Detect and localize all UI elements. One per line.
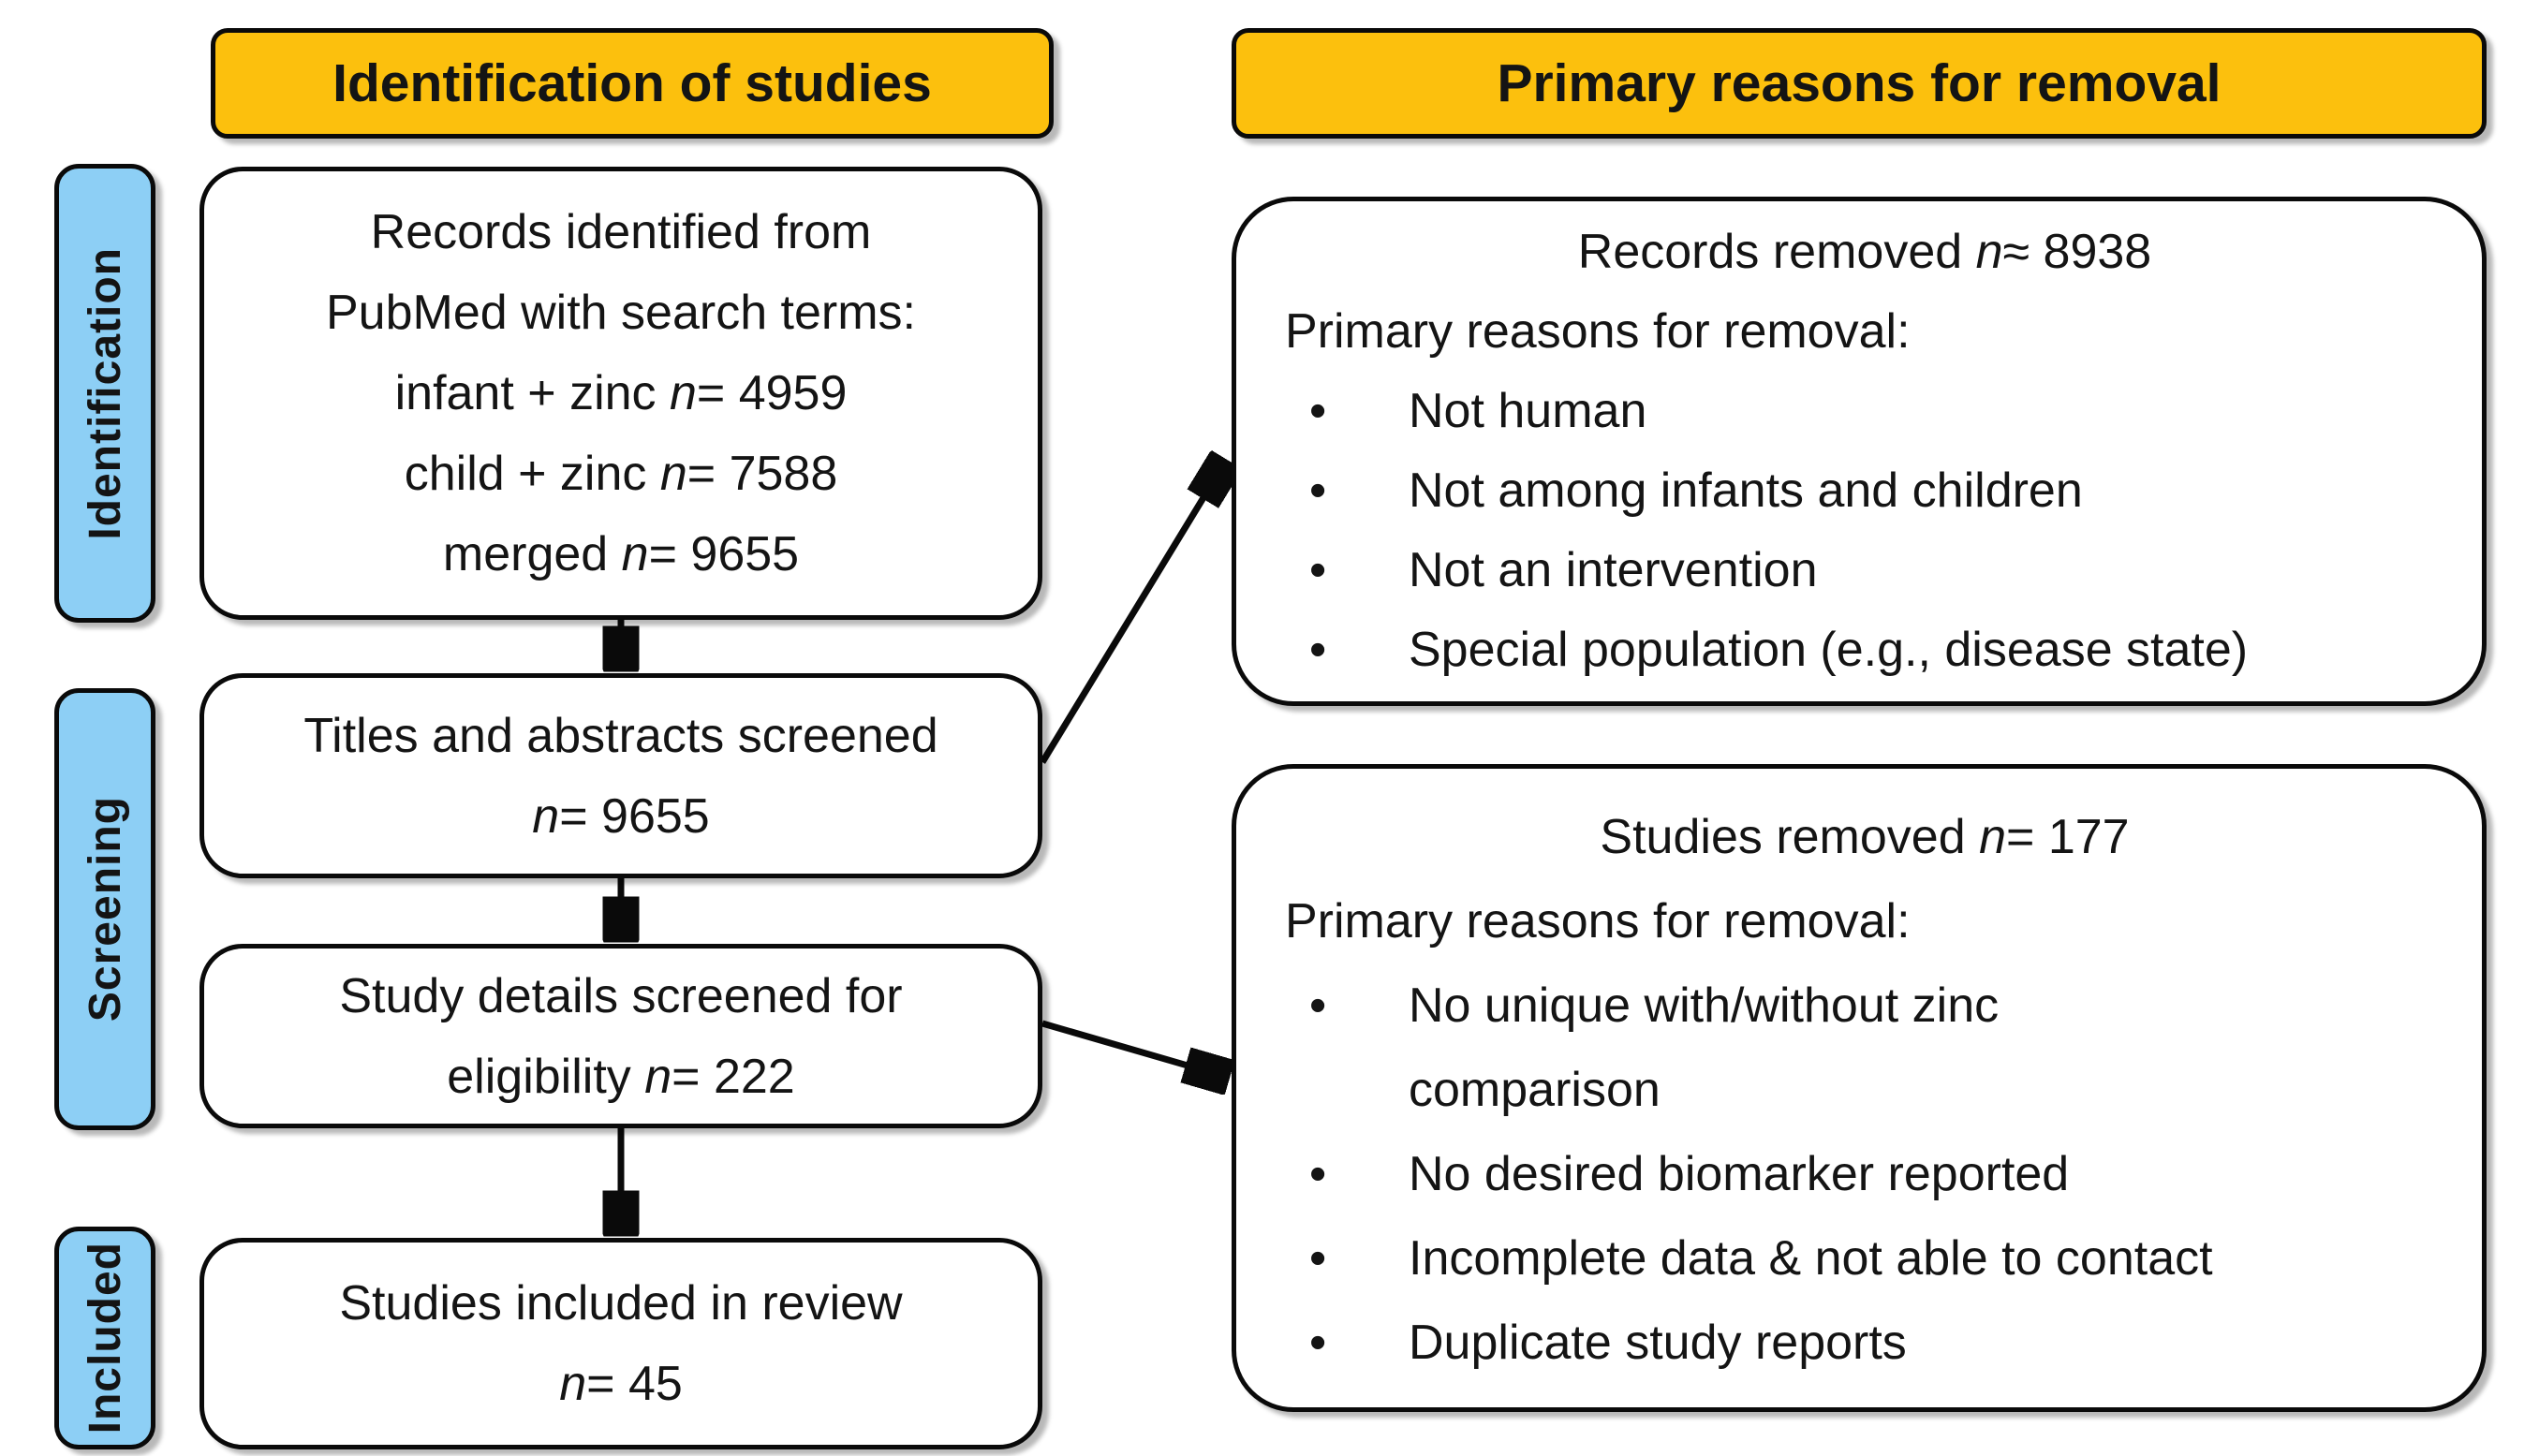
stage-included-label: Included: [80, 1242, 130, 1434]
text-segment: PubMed with search terms:: [325, 286, 917, 340]
text-segment: merged: [442, 527, 622, 581]
bullet-item: No desired biomarker reported: [1285, 1132, 2444, 1216]
box-studies-removed: Studies removed n= 177 Primary reasons f…: [1232, 764, 2487, 1412]
records-removed-title: Records removed n≈ 8938: [1285, 213, 2444, 292]
text-segment: Studies removed: [1600, 810, 1980, 864]
bullet-line: Not among infants and children: [1409, 451, 2444, 531]
text-line: child + zinc n= 7588: [215, 434, 1026, 514]
text-segment: comparison: [1409, 1063, 1661, 1117]
italic-n: n: [644, 1049, 672, 1104]
bullet-line: No desired biomarker reported: [1409, 1132, 2444, 1216]
italic-n: n: [1975, 225, 2003, 279]
text-segment: child + zinc: [404, 447, 660, 501]
text-segment: = 9655: [559, 788, 710, 844]
text-segment: Studies included in review: [339, 1276, 903, 1331]
italic-n: n: [669, 366, 697, 420]
italic-n: n: [559, 1357, 587, 1411]
text-segment: = 7588: [686, 447, 838, 501]
bullet-item: Incomplete data & not able to contact: [1285, 1216, 2444, 1301]
text-line: Records removed n≈ 8938: [1285, 213, 2444, 292]
text-line: Study details screened for: [215, 956, 1026, 1037]
text-line: n= 9655: [215, 776, 1026, 857]
stage-screening: Screening: [54, 688, 155, 1130]
arrow-titles-to-records-removed: [1040, 465, 1223, 764]
text-segment: Not an intervention: [1409, 543, 1818, 597]
text-line: Studies included in review: [215, 1263, 1026, 1344]
text-line: eligibility n= 222: [215, 1037, 1026, 1117]
text-line: Records identified from: [215, 192, 1026, 272]
text-segment: Duplicate study reports: [1409, 1316, 1907, 1370]
text-segment: Not among infants and children: [1409, 463, 2083, 518]
arrow-details-to-studies-removed: [1041, 1020, 1223, 1076]
italic-n: n: [659, 447, 687, 501]
text-segment: Study details screened for: [339, 968, 903, 1023]
bullet-line: Duplicate study reports: [1409, 1301, 2444, 1385]
stage-screening-label: Screening: [80, 796, 130, 1022]
text-line: Titles and abstracts screened: [215, 696, 1026, 776]
text-line: merged n= 9655: [215, 514, 1026, 595]
bullet-item: Not an intervention: [1285, 531, 2444, 610]
box-studies-included: Studies included in review n= 45: [199, 1238, 1042, 1449]
text-segment: = 9655: [648, 527, 800, 581]
text-segment: eligibility: [447, 1049, 645, 1104]
studies-removed-subtitle: Primary reasons for removal:: [1285, 894, 1911, 949]
records-removed-reasons-list: Not humanNot among infants and childrenN…: [1285, 372, 2444, 690]
text-segment: Incomplete data & not able to contact: [1409, 1231, 2213, 1286]
header-primary-reasons-for-removal: Primary reasons for removal: [1232, 28, 2487, 139]
bullet-line: Special population (e.g., disease state): [1409, 610, 2444, 690]
header-identification-label: Identification of studies: [332, 53, 932, 113]
text-line: PubMed with search terms:: [215, 272, 1026, 353]
box-titles-abstracts-screened: Titles and abstracts screened n= 9655: [199, 673, 1042, 878]
italic-n: n: [621, 527, 649, 581]
text-segment: No unique with/without zinc: [1409, 978, 2000, 1033]
text-segment: No desired biomarker reported: [1409, 1147, 2070, 1201]
bullet-line: Not an intervention: [1409, 531, 2444, 610]
bullet-line: No unique with/without zinc: [1409, 963, 2444, 1048]
stage-identification: Identification: [54, 164, 155, 623]
box-study-details-screened: Study details screened for eligibility n=…: [199, 944, 1042, 1128]
box-records-removed: Records removed n≈ 8938 Primary reasons …: [1232, 197, 2487, 706]
italic-n: n: [1979, 810, 2006, 864]
text-segment: Records removed: [1577, 225, 1976, 279]
header-removal-label: Primary reasons for removal: [1497, 53, 2222, 113]
stage-identification-label: Identification: [80, 246, 130, 540]
text-line: n= 45: [215, 1344, 1026, 1424]
bullet-item: Special population (e.g., disease state): [1285, 610, 2444, 690]
bullet-item: Not human: [1285, 372, 2444, 451]
records-removed-subtitle: Primary reasons for removal:: [1285, 304, 1911, 359]
italic-n: n: [532, 788, 560, 844]
studies-removed-title: Studies removed n= 177: [1285, 795, 2444, 879]
text-segment: Records identified from: [370, 205, 872, 259]
text-line: infant + zinc n= 4959: [215, 353, 1026, 434]
text-line: Studies removed n= 177: [1285, 795, 2444, 879]
text-segment: Titles and abstracts screened: [303, 708, 938, 763]
header-identification-of-studies: Identification of studies: [211, 28, 1054, 139]
text-segment: = 177: [2006, 810, 2130, 864]
bullet-item: Not among infants and children: [1285, 451, 2444, 531]
text-segment: Special population (e.g., disease state): [1409, 623, 2249, 677]
bullet-line: Not human: [1409, 372, 2444, 451]
bullet-line: comparison: [1409, 1048, 2444, 1132]
stage-included: Included: [54, 1227, 155, 1449]
text-segment: = 222: [672, 1049, 795, 1104]
text-segment: = 4959: [696, 366, 848, 420]
text-segment: = 45: [586, 1357, 683, 1411]
bullet-item: No unique with/without zinc comparison: [1285, 963, 2444, 1132]
text-segment: Not human: [1409, 384, 1647, 438]
bullet-item: Duplicate study reports: [1285, 1301, 2444, 1385]
text-segment: infant + zinc: [394, 366, 670, 420]
studies-removed-reasons-list: No unique with/without zinccomparisonNo …: [1285, 963, 2444, 1385]
text-segment: ≈ 8938: [2002, 225, 2152, 279]
bullet-line: Incomplete data & not able to contact: [1409, 1216, 2444, 1301]
